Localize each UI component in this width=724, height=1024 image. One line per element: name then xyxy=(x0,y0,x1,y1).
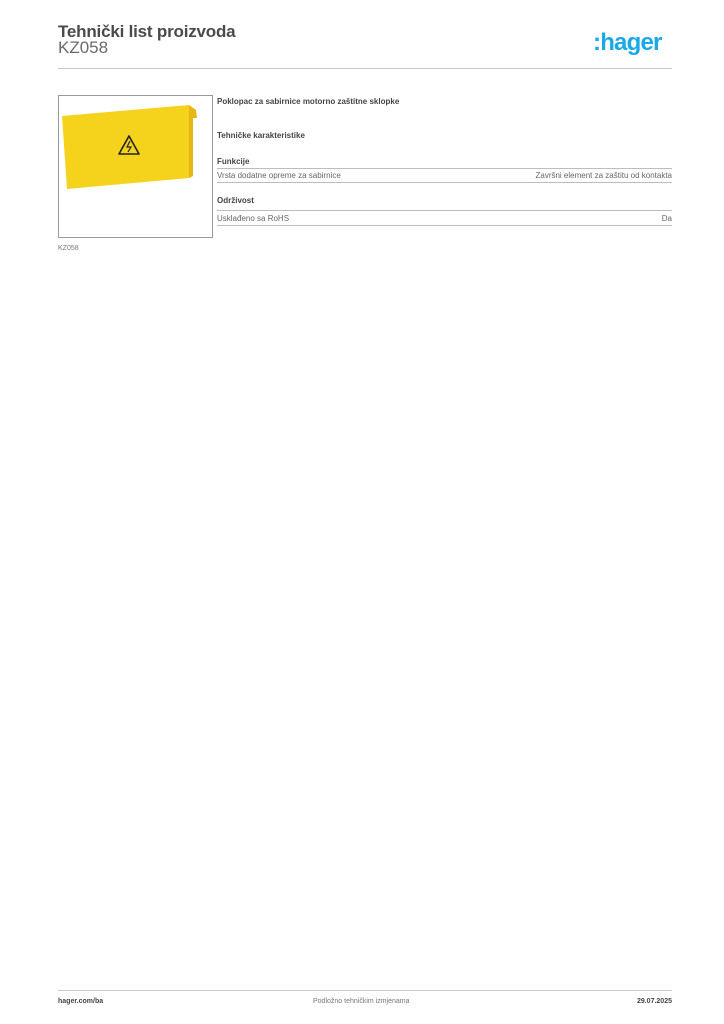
group-label-funkcije: Funkcije xyxy=(217,157,250,166)
group-divider xyxy=(217,210,672,211)
row-divider xyxy=(217,225,672,226)
row-divider xyxy=(217,182,672,183)
footer-divider xyxy=(58,990,672,991)
header-divider xyxy=(58,68,672,69)
product-code: KZ058 xyxy=(58,38,109,57)
document-title: Tehnički list proizvoda xyxy=(58,22,236,41)
footer-website-link[interactable]: hager.com/ba xyxy=(58,998,104,1005)
spec-key: Usklađeno sa RoHS xyxy=(217,214,290,223)
spec-key: Vrsta dodatne opreme za sabirnice xyxy=(217,171,341,180)
footer-note: Podložno tehničkim izmjenama xyxy=(313,998,410,1005)
group-label-odrzivost: Održivost xyxy=(217,196,254,205)
group-divider xyxy=(217,168,672,169)
spec-value: Završni element za zaštitu od kontakta xyxy=(535,171,672,180)
spec-value: Da xyxy=(661,214,672,223)
electrical-hazard-icon xyxy=(118,135,140,155)
product-image xyxy=(58,95,213,238)
busbar-cover-illustration xyxy=(62,105,197,189)
product-name: Poklopac za sabirnice motorno zaštitne s… xyxy=(217,97,400,106)
section-title: Tehničke karakteristike xyxy=(217,131,305,140)
image-caption: KZ058 xyxy=(58,245,79,252)
footer-date: 29.07.2025 xyxy=(636,998,672,1005)
hager-logo: :hager xyxy=(593,29,662,56)
